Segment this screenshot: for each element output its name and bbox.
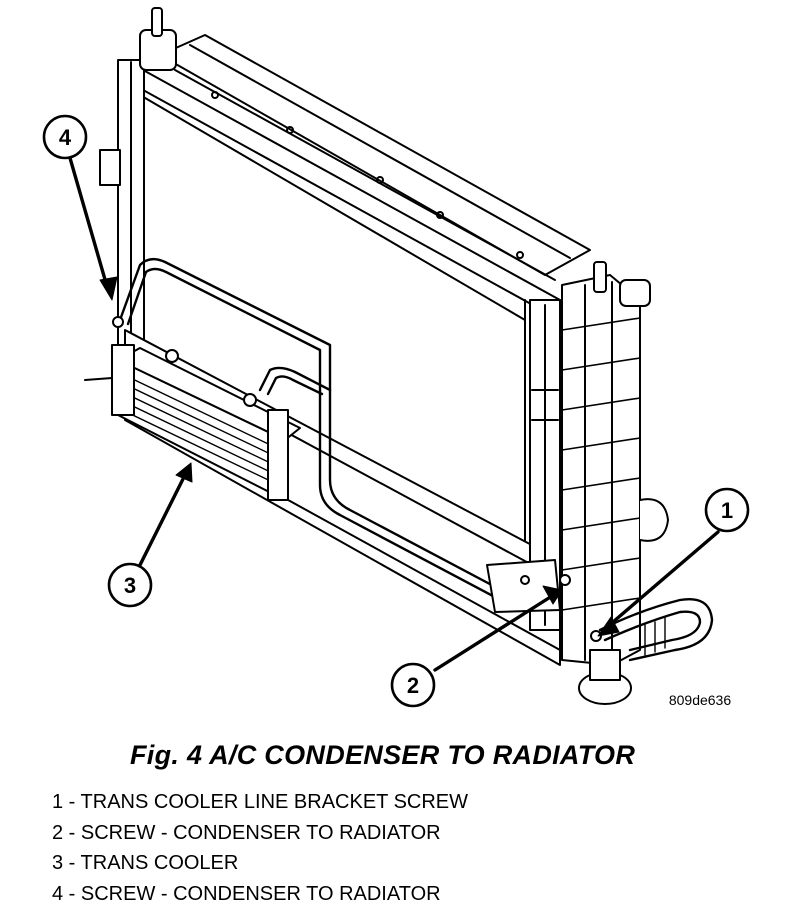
callout-2-label: 2 [407,673,419,698]
figure-caption: Fig. 4 A/C CONDENSER TO RADIATOR [130,740,635,771]
legend-item-3: 3 - TRANS COOLER [52,848,468,879]
callout-3-label: 3 [124,573,136,598]
legend-list: 1 - TRANS COOLER LINE BRACKET SCREW 2 - … [52,787,468,909]
legend-item-4: 4 - SCREW - CONDENSER TO RADIATOR [52,879,468,909]
figure-reference-code: 809de636 [669,692,732,708]
callout-1-label: 1 [721,498,733,523]
legend-item-2: 2 - SCREW - CONDENSER TO RADIATOR [52,818,468,849]
legend-item-1: 1 - TRANS COOLER LINE BRACKET SCREW [52,787,468,818]
condenser-radiator-diagram: 4 3 2 1 809de636 [0,0,800,720]
callout-4-label: 4 [59,125,72,150]
radiator-right-tank [562,262,668,704]
